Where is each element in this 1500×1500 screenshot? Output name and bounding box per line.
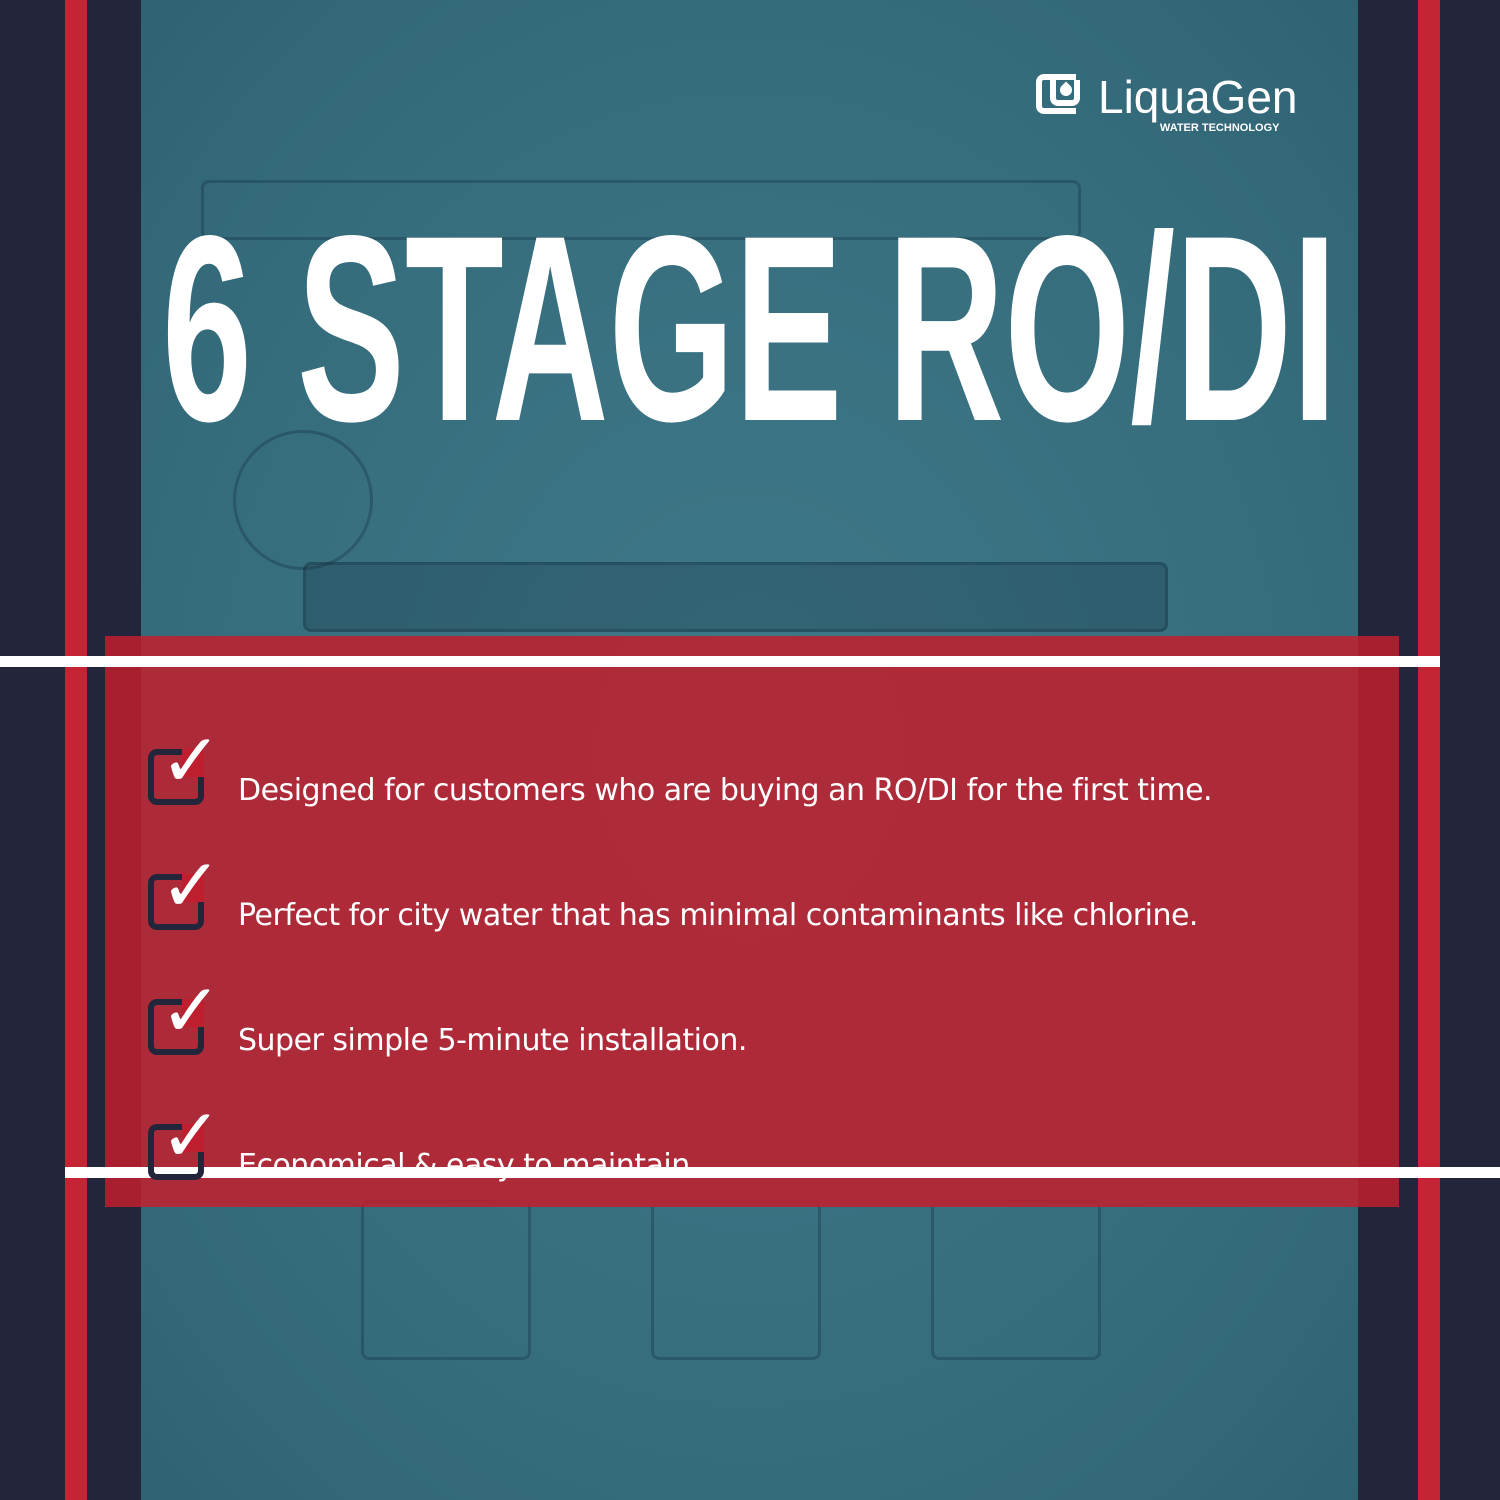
feature-item: ✓ Designed for customers who are buying … xyxy=(148,690,1368,815)
ghost-canister-1 xyxy=(361,1200,531,1360)
ghost-pressure-gauge xyxy=(233,430,373,570)
ghost-membrane-housing xyxy=(201,180,1081,240)
top-divider-line xyxy=(0,656,1440,667)
checkbox-checked-icon: ✓ xyxy=(148,1096,222,1190)
headline-svg: 6 STAGE RO/DI xyxy=(162,215,1337,435)
checkbox-checked-icon: ✓ xyxy=(148,971,222,1065)
brand-name: LiquaGen xyxy=(1098,71,1298,123)
feature-item: ✓ Economical & easy to maintain. xyxy=(148,1065,1368,1190)
ghost-canister-2 xyxy=(651,1200,821,1360)
features-panel xyxy=(105,636,1399,1207)
headline: 6 STAGE RO/DI xyxy=(162,215,1337,435)
left-red-stripe xyxy=(65,0,87,1500)
features-panel-overlay xyxy=(141,636,1358,1207)
ghost-canister-3 xyxy=(931,1200,1101,1360)
checkbox-checked-icon: ✓ xyxy=(148,721,222,815)
brand-tagline: WATER TECHNOLOGY xyxy=(1159,122,1280,134)
headline-container: 6 STAGE RO/DI xyxy=(150,215,1350,435)
feature-text: Designed for customers who are buying an… xyxy=(238,773,1213,808)
feature-text: Economical & easy to maintain. xyxy=(238,1148,699,1183)
bottom-divider-line xyxy=(65,1167,1500,1178)
right-red-stripe xyxy=(1418,0,1440,1500)
feature-text: Perfect for city water that has minimal … xyxy=(238,898,1198,933)
feature-list: ✓ Designed for customers who are buying … xyxy=(148,690,1368,1190)
feature-item: ✓ Super simple 5-minute installation. xyxy=(148,940,1368,1065)
feature-text: Super simple 5-minute installation. xyxy=(238,1023,747,1058)
feature-item: ✓ Perfect for city water that has minima… xyxy=(148,815,1368,940)
water-drop-logo-icon xyxy=(1036,74,1090,120)
ghost-bracket xyxy=(303,562,1168,632)
checkbox-checked-icon: ✓ xyxy=(148,846,222,940)
brand-logo: LiquaGen WATER TECHNOLOGY xyxy=(1036,74,1298,134)
